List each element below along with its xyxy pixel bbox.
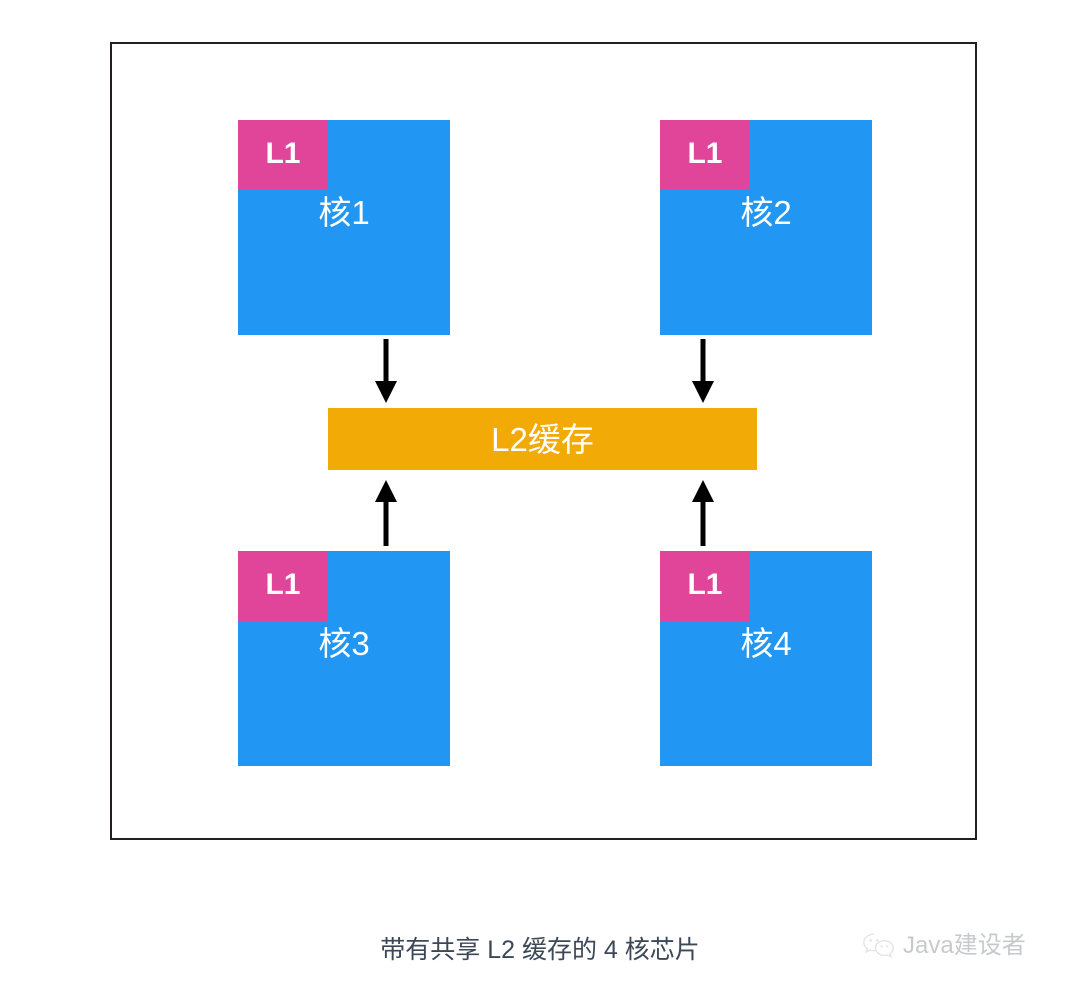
l1-cache-badge-4: L1 [660,551,750,621]
arrow-core4-to-l2-icon [692,480,714,546]
arrow-core2-to-l2-icon [692,339,714,403]
l1-cache-badge-3: L1 [238,551,328,621]
watermark: Java建设者 [862,932,1026,960]
arrow-core3-to-l2-icon [375,480,397,546]
shared-l2-cache-block: L2缓存 [328,408,757,470]
l1-cache-badge-2: L1 [660,120,750,190]
core-label-4: 核4 [740,625,792,662]
core-label-1: 核1 [318,194,370,231]
wechat-icon [863,933,894,958]
shared-l2-cache-label: L2缓存 [491,420,594,458]
core-block-4: L1 核4 [660,551,872,766]
core-block-2: L1 核2 [660,120,872,335]
core-block-3: L1 核3 [238,551,450,766]
diagram-caption: 带有共享 L2 缓存的 4 核芯片 [380,936,700,964]
core-block-1: L1 核1 [238,120,450,335]
arrow-core1-to-l2-icon [375,339,397,403]
l1-cache-badge-1: L1 [238,120,328,190]
core-label-3: 核3 [318,625,370,662]
core-label-2: 核2 [740,194,792,231]
watermark-text: Java建设者 [903,932,1026,959]
